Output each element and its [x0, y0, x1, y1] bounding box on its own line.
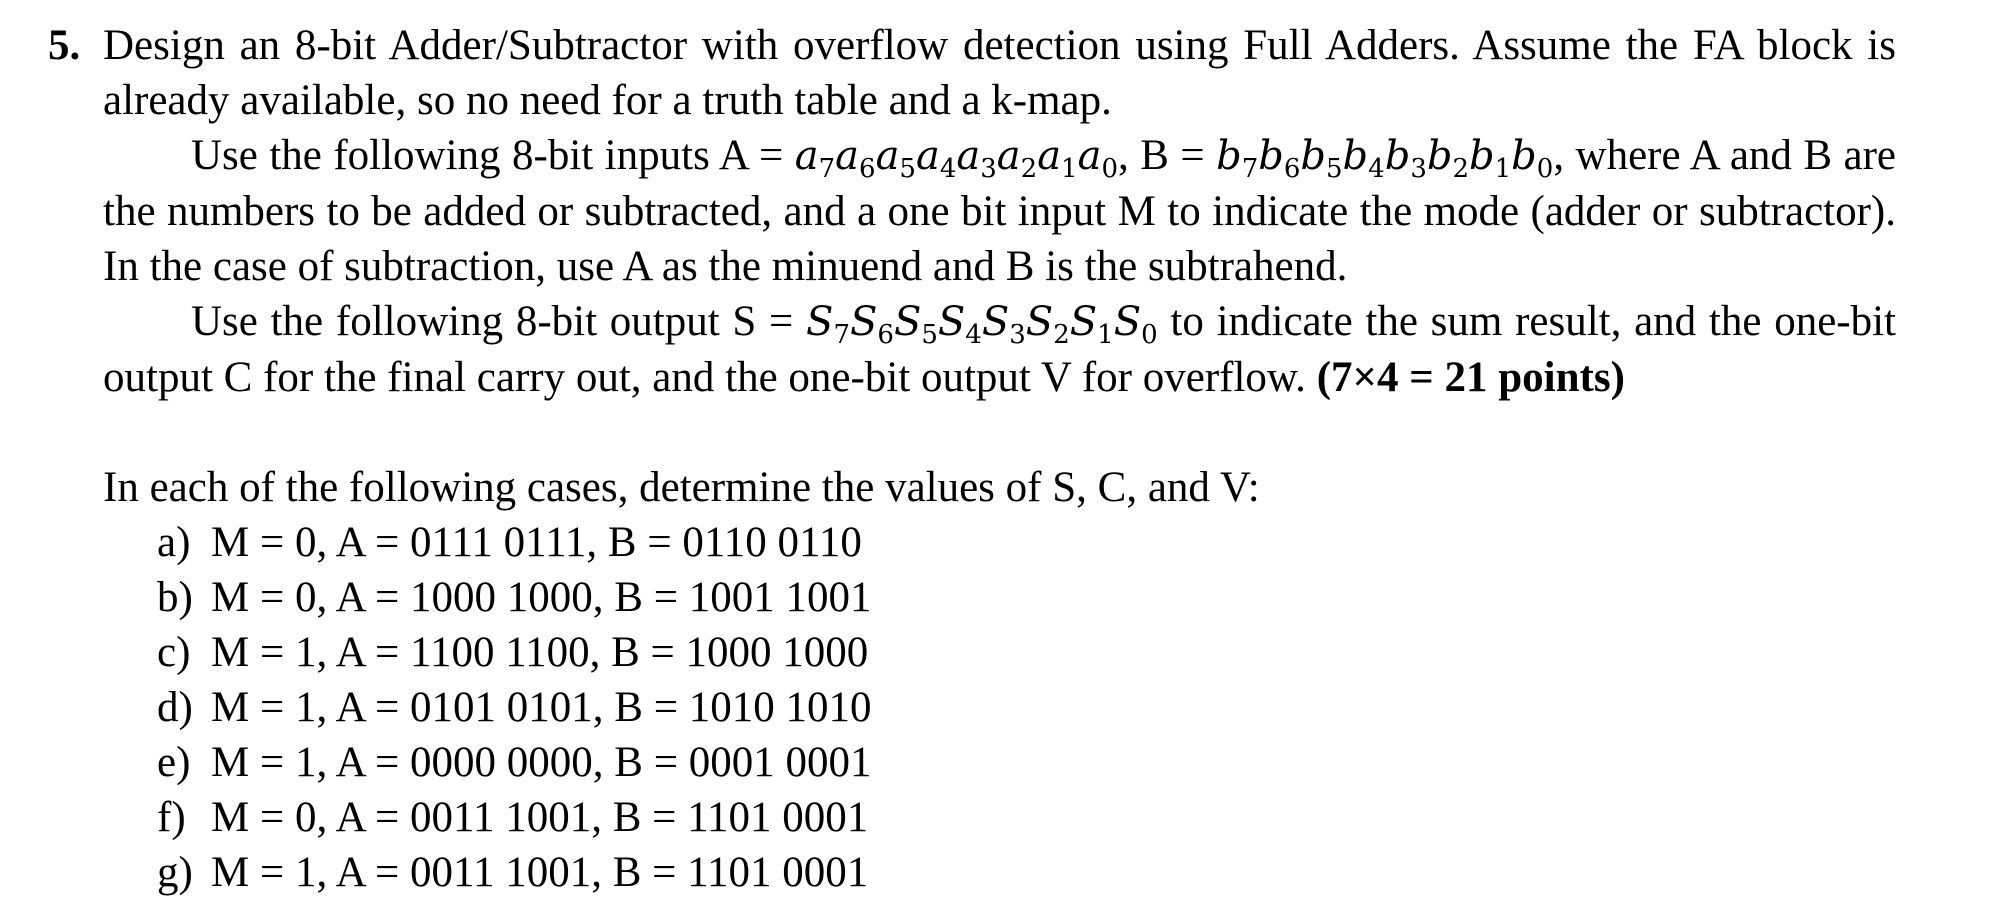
case-label: e): [157, 739, 191, 786]
problem-statement: Design an 8-bit Adder/Subtractor with ov…: [103, 18, 1896, 405]
case-c: c) M = 1, A = 1100 1100, B = 1000 1000: [157, 625, 871, 680]
case-text: M = 1, A = 0000 0000, B = 0001 0001: [211, 739, 872, 786]
case-label: a): [157, 519, 191, 566]
cases-list: a) M = 0, A = 0111 0111, B = 0110 0110 b)…: [157, 515, 871, 900]
intro-paragraph: Design an 8-bit Adder/Subtractor with ov…: [103, 22, 1896, 124]
case-g: g) M = 1, A = 0011 1001, B = 1101 0001: [157, 845, 871, 900]
question-number: 5.: [48, 22, 81, 69]
case-label: g): [157, 849, 193, 896]
case-e: e) M = 1, A = 0000 0000, B = 0001 0001: [157, 735, 871, 790]
case-label: b): [157, 574, 193, 621]
case-label: f): [157, 794, 186, 841]
case-f: f) M = 0, A = 0011 1001, B = 1101 0001: [157, 790, 871, 845]
outputs-paragraph: Use the following 8-bit output S = S7S6S…: [103, 294, 1896, 405]
case-text: M = 1, A = 1100 1100, B = 1000 1000: [211, 629, 869, 676]
inputs-mid: , B =: [1118, 132, 1217, 179]
case-text: M = 1, A = 0011 1001, B = 1101 0001: [211, 849, 869, 896]
inputs-paragraph: Use the following 8-bit inputs A = a7a6a…: [103, 128, 1896, 294]
case-text: M = 0, A = 0011 1001, B = 1101 0001: [211, 794, 869, 841]
case-label: c): [157, 629, 191, 676]
case-label: d): [157, 684, 193, 731]
case-text: M = 0, A = 0111 0111, B = 0110 0110: [211, 519, 862, 566]
s-bits-expression: S7S6S5S4S3S2S1S0: [806, 299, 1158, 350]
b-bits-expression: b7b6b5b4b3b2b1b0: [1216, 133, 1554, 184]
inputs-tail: , where A and B are the numbers to be ad…: [103, 132, 1896, 290]
points-label: (7×4 = 21 points): [1316, 354, 1625, 401]
case-text: M = 1, A = 0101 0101, B = 1010 1010: [211, 684, 872, 731]
case-d: d) M = 1, A = 0101 0101, B = 1010 1010: [157, 680, 871, 735]
case-b: b) M = 0, A = 1000 1000, B = 1001 1001: [157, 570, 871, 625]
case-text: M = 0, A = 1000 1000, B = 1001 1001: [211, 574, 872, 621]
outputs-lead: Use the following 8-bit output S =: [191, 298, 807, 345]
case-a: a) M = 0, A = 0111 0111, B = 0110 0110: [157, 515, 871, 570]
cases-prompt: In each of the following cases, determin…: [103, 464, 1260, 511]
inputs-lead: Use the following 8-bit inputs A =: [191, 132, 795, 179]
outputs-tail: to indicate the sum result, and the one-…: [103, 298, 1896, 401]
a-bits-expression: a7a6a5a4a3a2a1a0: [794, 133, 1118, 184]
